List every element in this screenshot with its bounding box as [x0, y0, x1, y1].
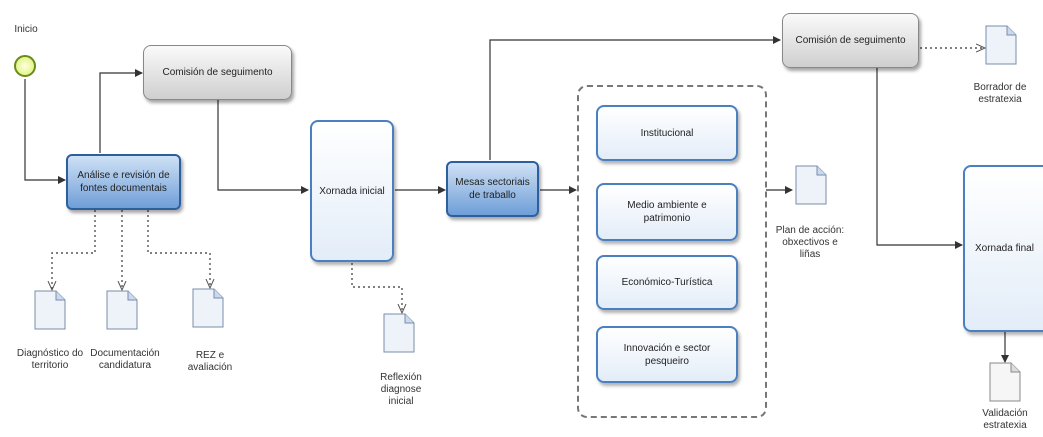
validation-document-label: Validación estratexia	[982, 408, 1028, 431]
final-day-label: Xornada final	[975, 243, 1034, 254]
economic-tourism-label: Económico-Turística	[621, 277, 713, 288]
action-plan-document-label: Plan de acción: obxectivos e liñas	[775, 225, 845, 260]
document-analysis-label: Análise e revisión de fontes documentais	[77, 170, 170, 194]
sectoral-tables-label: Mesas sectoriais de traballo	[455, 177, 530, 201]
environment-task[interactable]: Medio ambiente e patrimonio	[596, 183, 738, 241]
document-analysis-task[interactable]: Análise e revisión de fontes documentais	[66, 154, 181, 210]
draft-strategy-document-icon	[985, 25, 1017, 65]
flow-commission-to-final-day	[876, 67, 963, 249]
diagnosis-document-icon	[34, 290, 66, 330]
diagnosis-document-label: Diagnóstico do territorio	[16, 348, 84, 371]
flow-tables-to-commission	[489, 36, 781, 160]
flow-analysis-to-commission	[99, 69, 143, 153]
innovation-fishing-label: Innovación e sector pesqueiro	[623, 342, 711, 367]
monitoring-commission-box-1[interactable]: Comisión de seguimento	[143, 45, 292, 100]
reflection-document-icon	[383, 313, 415, 353]
start-label: Inicio	[14, 24, 38, 35]
monitoring-commission-label-2: Comisión de seguimento	[795, 35, 906, 46]
reflection-document-label: Reflexión diagnose inicial	[380, 372, 422, 407]
monitoring-commission-box-2[interactable]: Comisión de seguimento	[782, 13, 919, 68]
validation-document-icon	[989, 362, 1021, 402]
assoc-analysis-rez	[147, 210, 210, 288]
final-day-task[interactable]: Xornada final	[963, 165, 1043, 332]
initial-day-label: Xornada inicial	[319, 185, 385, 197]
candidacy-document-icon	[106, 290, 138, 330]
initial-day-task[interactable]: Xornada inicial	[310, 120, 394, 262]
economic-tourism-task[interactable]: Económico-Turística	[596, 255, 738, 310]
action-plan-document-icon	[795, 165, 827, 205]
draft-strategy-document-label: Borrador de estratexia	[973, 82, 1027, 105]
flow-commission-to-initial-day	[217, 100, 309, 194]
environment-label: Medio ambiente e patrimonio	[627, 200, 707, 224]
sectoral-tables-group	[577, 85, 767, 418]
flow-start-to-analysis	[24, 79, 66, 184]
innovation-fishing-task[interactable]: Innovación e sector pesqueiro	[596, 326, 738, 383]
candidacy-document-label: Documentación candidatura	[90, 348, 160, 371]
institutional-task[interactable]: Institucional	[596, 105, 738, 161]
institutional-label: Institucional	[640, 127, 694, 139]
monitoring-commission-label-1: Comisión de seguimento	[162, 67, 273, 78]
start-event	[14, 55, 36, 77]
rez-document-label: REZ e avaliación	[187, 350, 233, 373]
assoc-analysis-diagnosis	[52, 210, 96, 290]
sectoral-tables-task[interactable]: Mesas sectoriais de traballo	[446, 161, 539, 217]
assoc-initial-day-reflection	[351, 263, 402, 313]
rez-document-icon	[192, 288, 224, 328]
